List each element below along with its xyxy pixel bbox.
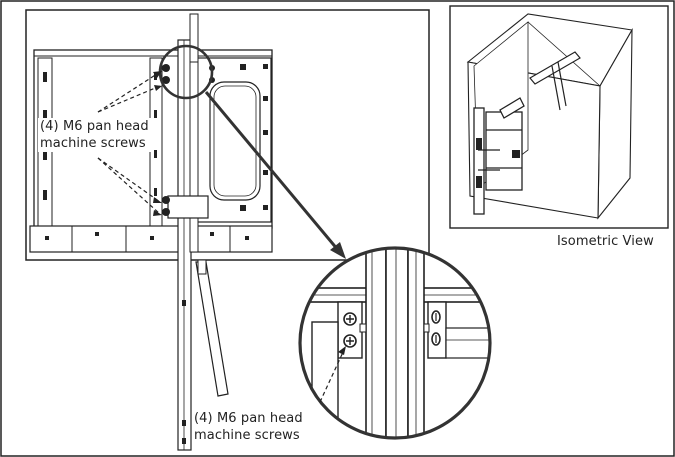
iso-mechanism-shading [476, 138, 520, 188]
top-callout-line1: (4) M6 pan head [40, 119, 149, 134]
rail-holes [182, 300, 186, 444]
bottom-callout-leader [319, 349, 345, 403]
bottom-callout-arrowhead [338, 346, 346, 355]
detail-screw-right-2 [431, 332, 441, 346]
detail-screw-left-1 [343, 312, 357, 326]
detail-bracket-right-outer [445, 327, 490, 359]
top-callout-label: (4) M6 pan head machine screws [38, 118, 151, 152]
bottom-callout-line1: (4) M6 pan head [194, 411, 303, 426]
main-view-frame [25, 9, 430, 261]
detail-tab-right [423, 323, 430, 333]
left-rail-2-holes [154, 72, 157, 196]
detail-circle-border [298, 246, 492, 440]
detail-contents [300, 248, 490, 438]
detail-rail-center [385, 248, 409, 438]
rail-lower-extension [189, 61, 199, 253]
right-frame-window-inner [213, 85, 257, 197]
bottom-callout-line2: machine screws [194, 428, 300, 443]
top-callout-line2: machine screws [40, 136, 146, 151]
detail-rail-left [365, 248, 387, 438]
detail-screw-right-1 [431, 310, 441, 324]
detail-tab [359, 323, 367, 333]
iso-back-edge [527, 21, 601, 87]
bottom-strip-holes [45, 232, 249, 240]
detail-view [298, 246, 492, 440]
isometric-view [449, 5, 669, 229]
isometric-view-label: Isometric View [557, 234, 654, 249]
top-callout-leaders [97, 71, 161, 215]
bottom-callout-label: (4) M6 pan head machine screws [192, 410, 305, 444]
vertical-slide-rail [177, 39, 192, 451]
top-callout-arrowheads [153, 71, 162, 216]
detail-bracket-left [337, 301, 363, 359]
detail-connector-arrow [204, 91, 346, 259]
right-frame-holes [240, 64, 268, 211]
right-frame-window [209, 81, 261, 201]
rail-bracket [167, 195, 209, 219]
arm-bracket [197, 259, 207, 275]
rail-top-extension [189, 13, 199, 63]
detail-screw-left-2 [343, 334, 357, 348]
left-rail-holes [43, 72, 47, 200]
screw-marks-bottom [162, 196, 170, 216]
iso-slide-top [529, 51, 581, 111]
